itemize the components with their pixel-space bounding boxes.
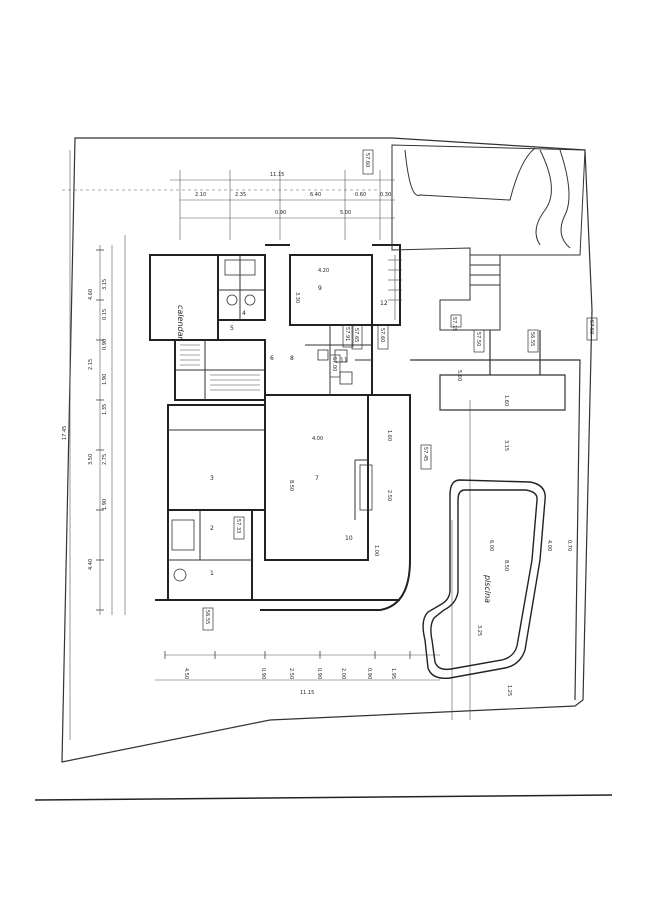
- terrace-deck: [410, 330, 581, 701]
- room-number: 5: [230, 325, 234, 332]
- dimension-text: 3.15: [102, 279, 108, 290]
- dimension-text: 2.15: [88, 359, 94, 370]
- interior-partitions: [168, 255, 372, 561]
- dimension-text: 8.50: [288, 480, 294, 491]
- level-tag: 57.50: [588, 320, 594, 334]
- site-boundary: [61, 137, 593, 763]
- level-tag: 57.15: [451, 317, 457, 331]
- dimension-text: 1.90: [102, 499, 108, 510]
- level-tag-texts: 57.60 57.60 57.65 57.50 56.55 57.50 57.4…: [204, 153, 594, 624]
- dimension-text: 2.50: [288, 668, 294, 679]
- level-tag: 57.45: [422, 447, 428, 461]
- dimension-ticks: [96, 249, 411, 659]
- dimension-text: 2.75: [102, 454, 108, 465]
- room-number: 4: [242, 310, 246, 317]
- level-tag: 57.60: [379, 328, 385, 342]
- level-tag: 57.00: [331, 357, 337, 371]
- level-tag: 57.91: [344, 327, 350, 341]
- dimension-text: 0.60: [355, 192, 366, 198]
- dimension-lines: [62, 150, 471, 740]
- dimension-text: 5.00: [340, 210, 351, 216]
- level-tag: 56.55: [204, 610, 210, 624]
- level-tag: 57.33: [235, 519, 241, 533]
- dimension-text: 2.35: [235, 192, 246, 198]
- dimension-text: 2.10: [195, 192, 206, 198]
- dimension-text: 1.95: [390, 668, 396, 679]
- dimension-text: 0.90: [260, 668, 266, 679]
- dimension-text: 0.30: [380, 192, 391, 198]
- dimension-text: 0.90: [275, 210, 286, 216]
- calendar-label: calendar: [176, 305, 185, 340]
- dimension-text: 3.50: [88, 454, 94, 465]
- level-tag: 57.65: [353, 328, 359, 342]
- room-number: 2: [210, 525, 214, 532]
- room-number: 3: [210, 475, 214, 482]
- level-tags: [202, 149, 598, 631]
- dimension-text: 0.90: [102, 339, 108, 350]
- room-number: 10: [345, 535, 353, 542]
- dimension-text: 0.15: [102, 309, 108, 320]
- bottom-dimensions: 4.50 0.90 2.50 0.90 2.00 0.90 1.95 11.15: [183, 668, 396, 696]
- room-number: 12: [380, 300, 388, 307]
- dimension-text: 1.25: [506, 685, 512, 696]
- dimension-text: 0.70: [566, 540, 572, 551]
- dimension-text: 6.00: [488, 540, 494, 551]
- dimension-text: 4.40: [88, 559, 94, 570]
- room-number: 1: [210, 570, 214, 577]
- dimension-text: 4.60: [88, 289, 94, 300]
- dimension-text: 0.90: [316, 668, 322, 679]
- dimension-text: 4.20: [318, 268, 329, 274]
- dimension-text: 4.00: [312, 436, 323, 442]
- building-walls: [149, 244, 411, 611]
- inner-dimensions: 4.20 3.30 4.00 8.50 1.60 2.50 1.00 1.60 …: [288, 268, 572, 696]
- fixtures: [171, 259, 373, 582]
- top-dimensions: 11.15 2.10 2.35 0.90 6.40 0.60 5.00 0.30: [195, 172, 391, 216]
- pool: [422, 479, 546, 679]
- level-tag: 56.55: [529, 332, 535, 346]
- dimension-text: 17.45: [62, 426, 68, 440]
- dimension-text: 2.00: [340, 668, 346, 679]
- dimension-text: 5.60: [456, 370, 462, 381]
- dimension-text: 1.60: [503, 395, 509, 406]
- dimension-text: 1.90: [102, 374, 108, 385]
- dimension-text: 3.30: [294, 292, 300, 303]
- room-number: 11: [340, 357, 348, 364]
- dimension-text: 0.90: [366, 668, 372, 679]
- dimension-text: 4.50: [183, 668, 189, 679]
- dimension-text: 1.00: [373, 545, 379, 556]
- dimension-text: 8.50: [503, 560, 509, 571]
- dimension-text: 1.60: [386, 430, 392, 441]
- dimension-text: 11.15: [270, 172, 284, 178]
- level-tag: 57.50: [475, 332, 481, 346]
- room-number: 9: [318, 285, 322, 292]
- dimension-text: 2.50: [386, 490, 392, 501]
- left-dimensions: 4.60 3.15 0.15 0.90 2.15 1.90 1.35 3.50 …: [62, 279, 108, 570]
- dimension-text: 11.15: [300, 690, 314, 696]
- dimension-text: 3.15: [503, 440, 509, 451]
- room-number: 8: [290, 355, 294, 362]
- stairs: [180, 255, 402, 391]
- room-number: 7: [315, 475, 319, 482]
- upper-garden: [391, 144, 586, 331]
- piscina-label: piscina: [483, 574, 492, 603]
- dimension-text: 4.00: [546, 540, 552, 551]
- page-rule: [34, 794, 613, 801]
- level-tag: 57.60: [364, 153, 370, 167]
- room-labels: calendar piscina 1 2 3 4 5 6 7 8 9 10 11…: [176, 285, 492, 603]
- dimension-text: 3.25: [476, 625, 482, 636]
- room-number: 6: [270, 355, 274, 362]
- dimension-text: 6.40: [310, 192, 321, 198]
- dimension-text: 1.35: [102, 404, 108, 415]
